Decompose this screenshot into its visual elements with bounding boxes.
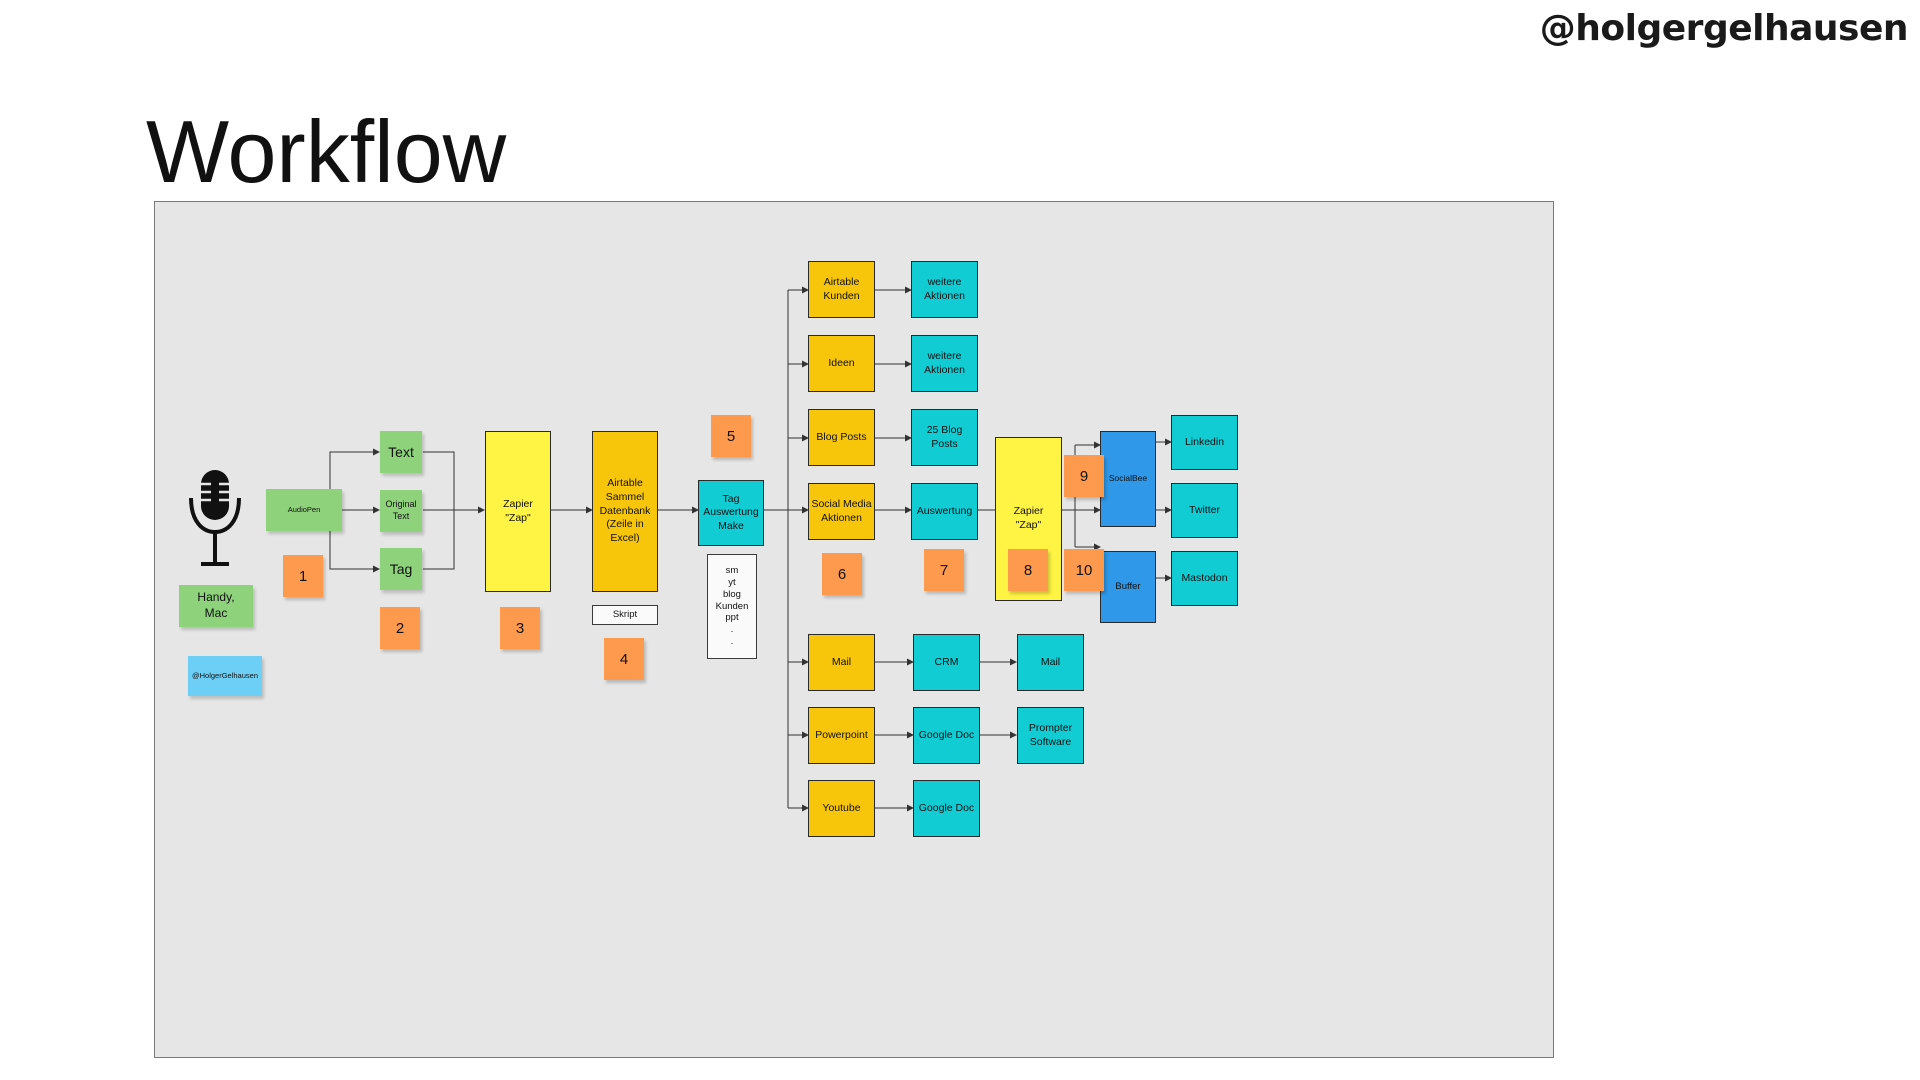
author-handle: @holgergelhausen <box>1539 8 1909 49</box>
twitter-node: Twitter <box>1171 483 1238 538</box>
mail-target-node: Mail <box>1017 634 1084 691</box>
microphone-icon <box>189 470 241 566</box>
original-text-node: Original Text <box>380 490 422 532</box>
crm-node: CRM <box>913 634 980 691</box>
step-sticky-5: 5 <box>711 415 751 457</box>
google-doc-node-2: Google Doc <box>913 780 980 837</box>
airtable-database-node: Airtable Sammel Datenbank (Zeile in Exce… <box>592 431 658 592</box>
youtube-node: Youtube <box>808 780 875 837</box>
step-sticky-1: 1 <box>283 555 323 597</box>
auswertung-node: Auswertung <box>911 483 978 540</box>
text-node: Text <box>380 431 422 473</box>
mail-node: Mail <box>808 634 875 691</box>
tag-node: Tag <box>380 548 422 590</box>
weitere-aktionen-node-2: weitere Aktionen <box>911 335 978 392</box>
tag-list-node: sm yt blog Kunden ppt . . <box>707 554 757 659</box>
powerpoint-node: Powerpoint <box>808 707 875 764</box>
linkedin-node: Linkedin <box>1171 415 1238 470</box>
buffer-node: Buffer <box>1100 551 1156 623</box>
step-sticky-7: 7 <box>924 549 964 591</box>
connector-lines <box>295 286 1172 812</box>
tag-auswertung-make-node: Tag Auswertung Make <box>698 480 764 546</box>
google-doc-node-1: Google Doc <box>913 707 980 764</box>
ideen-node: Ideen <box>808 335 875 392</box>
step-sticky-4: 4 <box>604 638 644 680</box>
holger-handle-note: @HolgerGelhausen <box>188 656 262 696</box>
step-sticky-3: 3 <box>500 607 540 649</box>
prompter-software-node: Prompter Software <box>1017 707 1084 764</box>
diagram-canvas: Handy, Mac @HolgerGelhausen AudioPen Tex… <box>154 201 1554 1058</box>
blog-posts-node: Blog Posts <box>808 409 875 466</box>
step-sticky-2: 2 <box>380 607 420 649</box>
zapier-zap-node-1: Zapier "Zap" <box>485 431 551 592</box>
device-note: Handy, Mac <box>179 585 253 627</box>
airtable-kunden-node: Airtable Kunden <box>808 261 875 318</box>
socialbee-node: SocialBee <box>1100 431 1156 527</box>
step-sticky-8: 8 <box>1008 549 1048 591</box>
audiopen-node: AudioPen <box>266 489 342 531</box>
weitere-aktionen-node-1: weitere Aktionen <box>911 261 978 318</box>
step-sticky-9: 9 <box>1064 455 1104 497</box>
skript-node: Skript <box>592 605 658 625</box>
social-media-node: Social Media Aktionen <box>808 483 875 540</box>
step-sticky-10: 10 <box>1064 549 1104 591</box>
blog-25-node: 25 Blog Posts <box>911 409 978 466</box>
mastodon-node: Mastodon <box>1171 551 1238 606</box>
step-sticky-6: 6 <box>822 553 862 595</box>
page-title: Workflow <box>146 102 507 201</box>
